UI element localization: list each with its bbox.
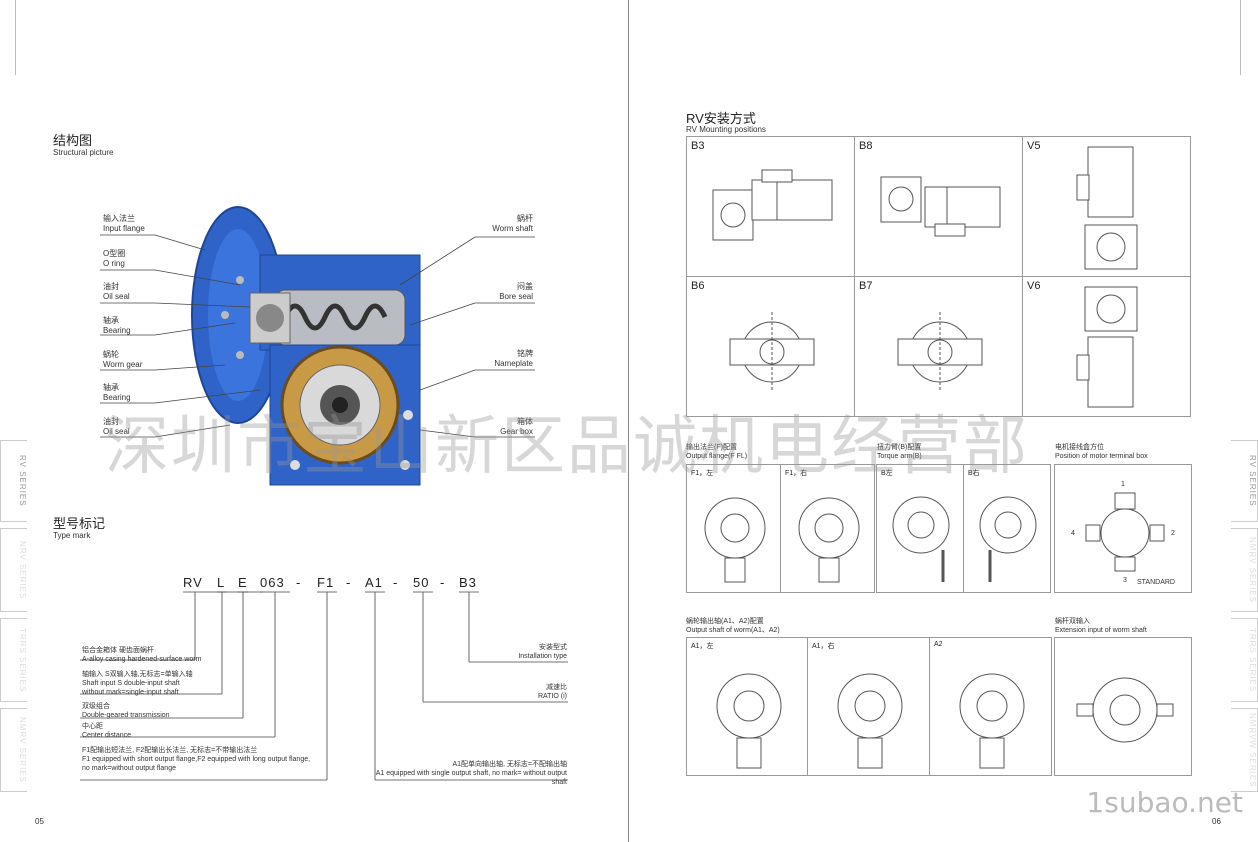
code-rv: RV: [183, 575, 203, 590]
side-tab-right-2: NMRV SERIES: [1231, 528, 1258, 612]
terminal-num-4: 4: [1071, 530, 1075, 537]
code-ratio: 50: [413, 575, 430, 590]
side-tab-left-3: TRRS SERIES: [0, 618, 27, 702]
gearbox-cutaway-illustration: [191, 206, 421, 486]
mount-cell-b8: B8: [854, 136, 1023, 277]
terminal-num-3: 3: [1123, 577, 1127, 584]
code-l: L: [217, 575, 226, 590]
mount-cell-b3: B3: [686, 136, 855, 277]
structure-subtitle: Structural picture: [53, 148, 114, 157]
code-dash-1: -: [296, 575, 302, 590]
code-dash-4: -: [440, 575, 446, 590]
flange-cell-right: F1，右: [780, 464, 875, 593]
code-dash-2: -: [346, 575, 352, 590]
arm-cell-right: B右: [963, 464, 1051, 593]
side-tab-left-4: NMRV SERIES: [0, 708, 27, 792]
shaft-cell-a1-right: A1，右: [807, 637, 930, 776]
terminal-num-1: 1: [1121, 481, 1125, 488]
side-tab-right-rv: RV SERIES: [1231, 440, 1258, 522]
mount-cell-b7: B7: [854, 276, 1023, 417]
terminal-num-2: 2: [1171, 530, 1175, 537]
brand-watermark: 1subao.net: [1086, 786, 1243, 819]
code-a1: A1: [365, 575, 383, 590]
shaft-cell-a2: A2: [929, 637, 1052, 776]
code-leader-lines: [80, 591, 568, 781]
shaft-cell-a1-left: A1，左: [686, 637, 808, 776]
code-center: 063: [260, 575, 285, 590]
code-f1: F1: [317, 575, 335, 590]
crop-mark-right: [1240, 0, 1241, 75]
code-b3: B3: [459, 575, 477, 590]
type-subtitle: Type mark: [53, 531, 91, 540]
terminal-standard: STANDARD: [1137, 579, 1175, 586]
ext-cell: [1054, 637, 1192, 776]
page-number-left: 05: [35, 817, 44, 826]
page-number-right: 06: [1212, 817, 1221, 826]
code-e: E: [238, 575, 248, 590]
leader-lines: [100, 234, 535, 438]
crop-mark-left: [15, 0, 16, 75]
mount-title: RV安装方式: [686, 111, 756, 126]
side-tab-right-3: TRRS SERIES: [1231, 618, 1258, 702]
page-fold: [628, 0, 629, 842]
code-dash-3: -: [393, 575, 399, 590]
watermark-text: 深圳市宝山新区品诚机电经营部: [105, 410, 1029, 484]
side-tab-right-4: NMRVW SERIES: [1231, 708, 1258, 792]
mount-cell-v5: V5: [1022, 136, 1191, 277]
side-tab-left-rv: RV SERIES: [0, 440, 27, 522]
side-tab-left-2: NRV SERIES: [0, 528, 27, 612]
type-title: 型号标记: [53, 516, 106, 531]
mount-subtitle: RV Mounting positions: [686, 125, 766, 134]
structure-title: 结构图: [53, 133, 93, 148]
terminal-cell: 1 2 3 4 STANDARD: [1054, 464, 1192, 593]
mount-cell-v6: V6: [1022, 276, 1191, 417]
